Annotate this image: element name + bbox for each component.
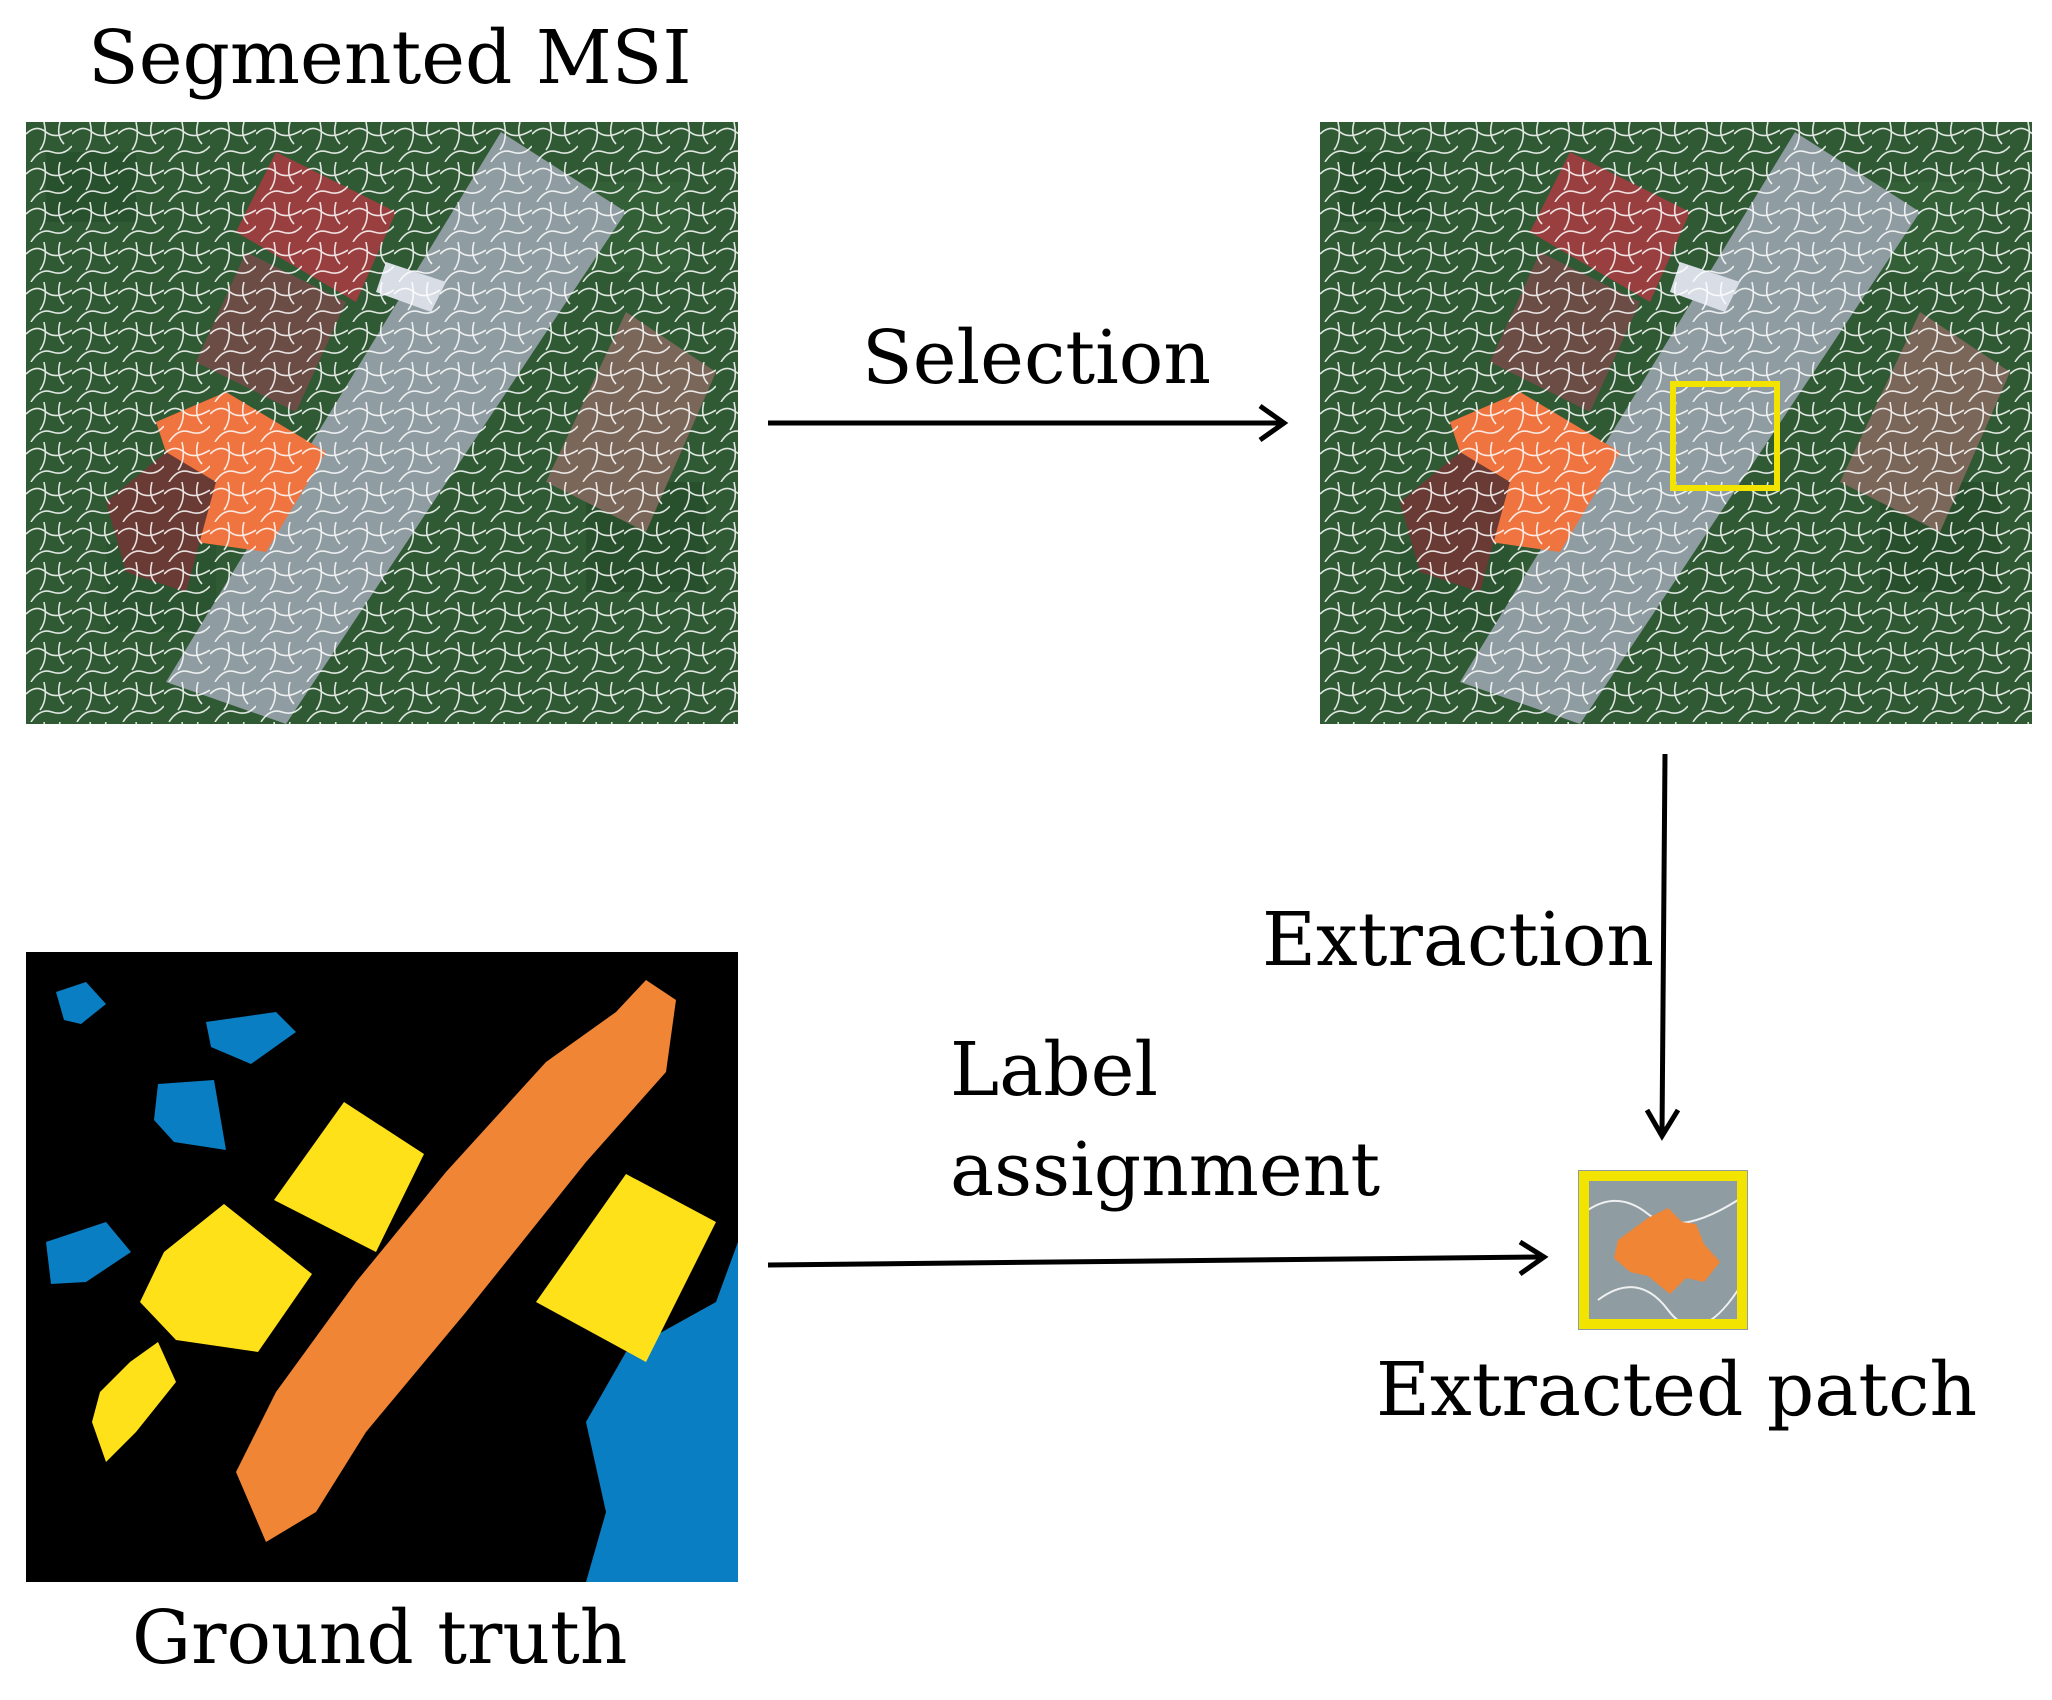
gt-water — [56, 982, 106, 1024]
gt-building — [92, 1342, 176, 1462]
extracted-patch-image — [1578, 1170, 1748, 1330]
gt-road — [236, 980, 676, 1542]
gt-building — [274, 1102, 424, 1252]
selection-arrow — [768, 403, 1289, 443]
gt-water — [154, 1080, 226, 1150]
segmented-msi-title: Segmented MSI — [88, 15, 692, 101]
selection-box — [1670, 381, 1780, 491]
gt-building — [140, 1204, 312, 1352]
patch-frame — [1579, 1171, 1747, 1329]
segmented-msi-with-selection — [1320, 122, 2032, 724]
gt-water — [46, 1222, 131, 1284]
gt-water — [206, 1012, 296, 1064]
segmented-msi-image — [26, 122, 738, 724]
extracted-patch-label: Extracted patch — [1376, 1347, 1978, 1433]
gt-building — [536, 1174, 716, 1362]
ground-truth-label: Ground truth — [132, 1595, 628, 1681]
gt-water — [586, 1242, 738, 1582]
label-assignment-arrow — [767, 1239, 1549, 1277]
ground-truth-image — [26, 952, 738, 1582]
extraction-arrow — [1644, 753, 1681, 1141]
label-assignment-line2: assignment — [950, 1127, 1381, 1213]
selection-label: Selection — [862, 315, 1212, 401]
patch-road-label — [1614, 1208, 1720, 1294]
label-assignment-line1: Label — [950, 1027, 1159, 1113]
extraction-label: Extraction — [1262, 897, 1655, 983]
